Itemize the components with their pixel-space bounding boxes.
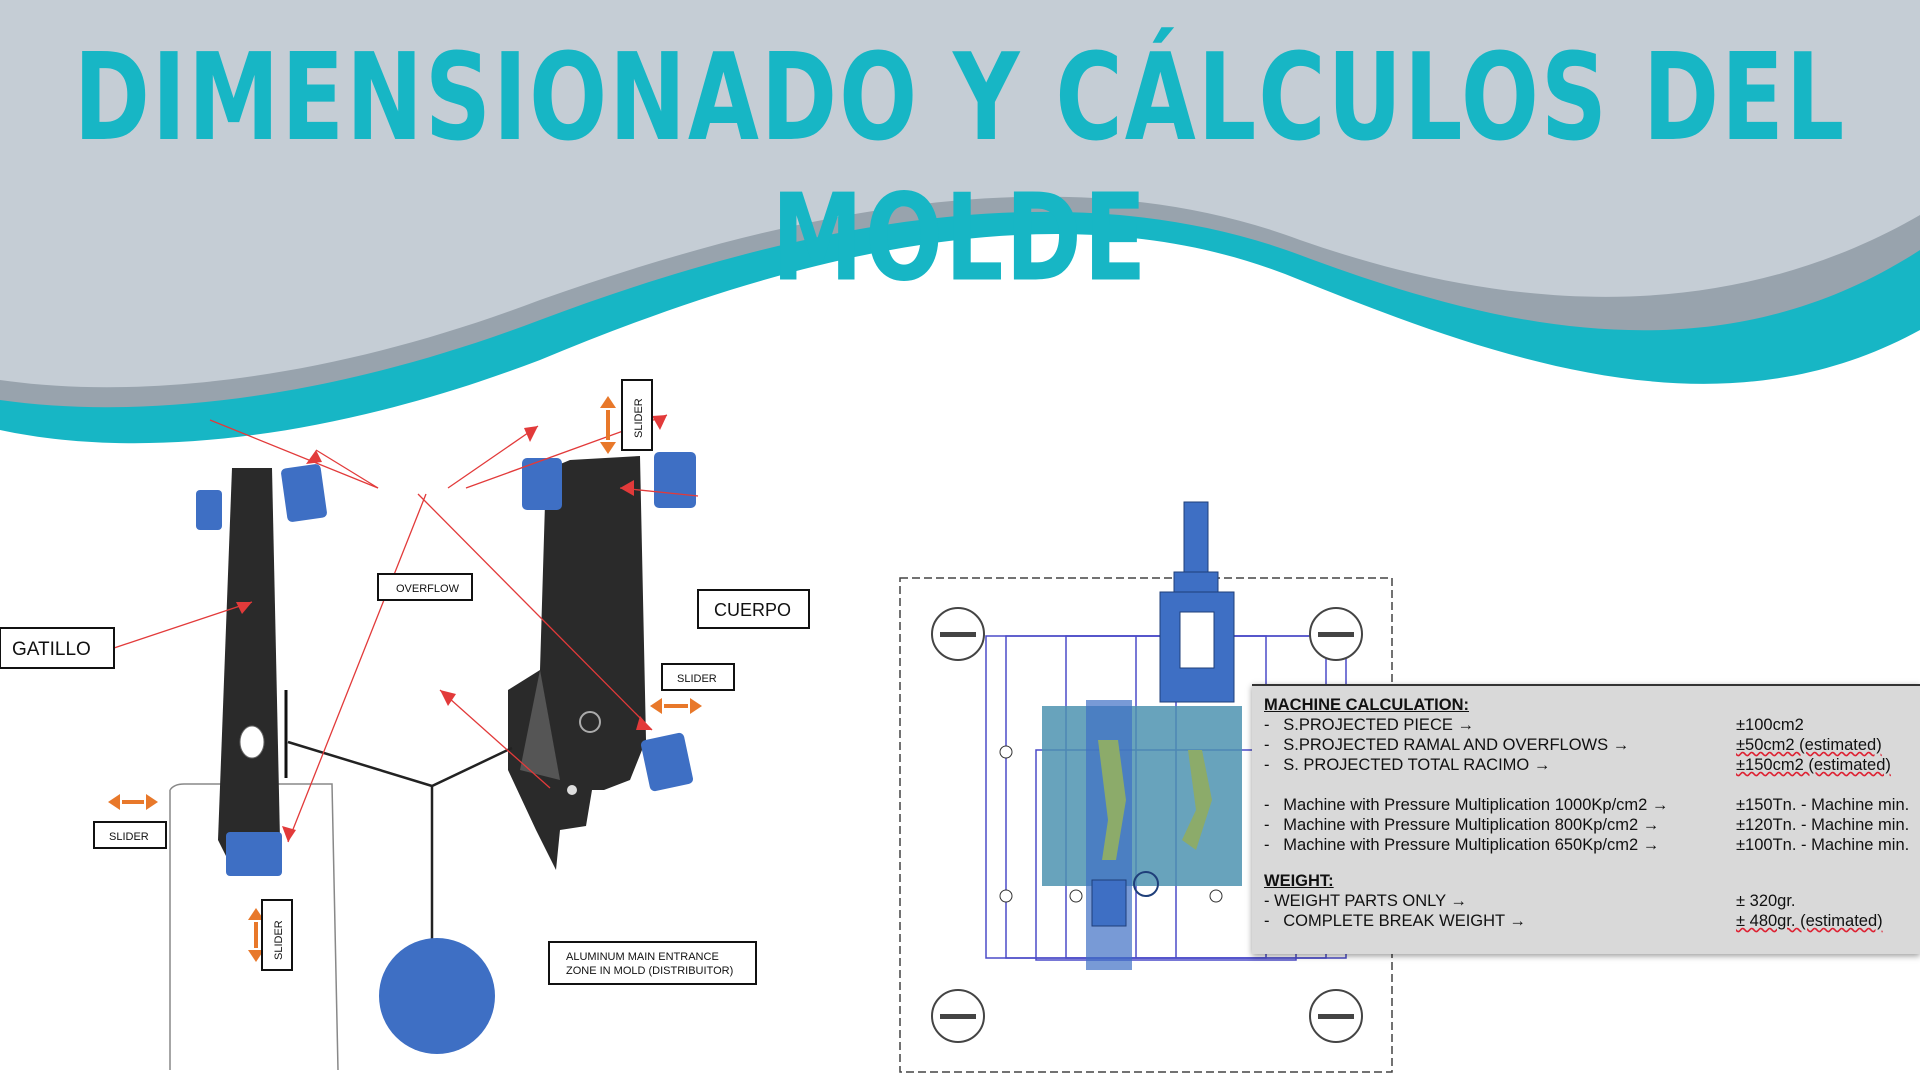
label-gatillo: GATILLO: [12, 639, 91, 660]
label-slider: SLIDER: [273, 920, 285, 960]
gating-diagram: GATILLO OVERFLOW CUERPO SLIDER SLIDER SL…: [0, 379, 810, 1070]
overflow-block: [522, 458, 562, 510]
calc-row-value: ±150Tn. - Machine min.: [1736, 796, 1910, 814]
calc-row-label: - Machine with Pressure Multiplication 6…: [1264, 836, 1660, 854]
calc-row-label: - S. PROJECTED TOTAL RACIMO →: [1264, 756, 1551, 774]
overflow-block: [226, 832, 282, 876]
sprue: [1183, 501, 1209, 577]
weight-row-value: ± 320gr.: [1736, 892, 1796, 910]
label-slider: SLIDER: [633, 398, 645, 438]
calc-row-label: - S.PROJECTED PIECE →: [1264, 716, 1474, 734]
mold-drawing: [899, 501, 1393, 1073]
calc-row-value: ±100Tn. - Machine min.: [1736, 836, 1910, 854]
machine-calc-heading: MACHINE CALCULATION:: [1264, 696, 1470, 714]
overflow-block: [281, 464, 327, 522]
overflow-block: [196, 490, 222, 530]
calc-row-label: - Machine with Pressure Multiplication 1…: [1264, 796, 1669, 814]
gatillo-part: [218, 468, 280, 860]
calc-row-value: ±120Tn. - Machine min.: [1736, 816, 1910, 834]
calc-row-value: ±150cm2 (estimated): [1736, 756, 1891, 774]
label-main-entrance: ALUMINUM MAIN ENTRANCE: [566, 951, 719, 963]
weight-row-label: - WEIGHT PARTS ONLY →: [1264, 892, 1467, 910]
label-main-entrance: ZONE IN MOLD (DISTRIBUITOR): [566, 965, 733, 977]
calc-row-value: ±100cm2: [1736, 716, 1804, 734]
machine-calculation-panel: MACHINE CALCULATION: - S.PROJECTED PIECE…: [1252, 684, 1920, 954]
distributor-circle: [379, 938, 495, 1054]
label-overflow: OVERFLOW: [396, 583, 460, 595]
weight-heading: WEIGHT:: [1264, 872, 1334, 890]
calc-row-label: - Machine with Pressure Multiplication 8…: [1264, 816, 1660, 834]
weight-row-label: - COMPLETE BREAK WEIGHT →: [1264, 912, 1526, 930]
cavity-plate: [1042, 706, 1242, 886]
overflow-block: [641, 732, 693, 792]
label-cuerpo: CUERPO: [714, 600, 791, 620]
cuerpo-part: [508, 456, 646, 870]
page-title: DIMENSIONADO Y CÁLCULOS DEL MOLDE: [73, 28, 1847, 309]
weight-row-value: ± 480gr. (estimated): [1736, 912, 1883, 930]
overflow-block: [654, 452, 696, 508]
label-slider: SLIDER: [109, 831, 149, 843]
calc-row-value: ±50cm2 (estimated): [1736, 736, 1882, 754]
calc-row-label: - S.PROJECTED RAMAL AND OVERFLOWS →: [1264, 736, 1630, 754]
label-slider: SLIDER: [677, 673, 717, 685]
